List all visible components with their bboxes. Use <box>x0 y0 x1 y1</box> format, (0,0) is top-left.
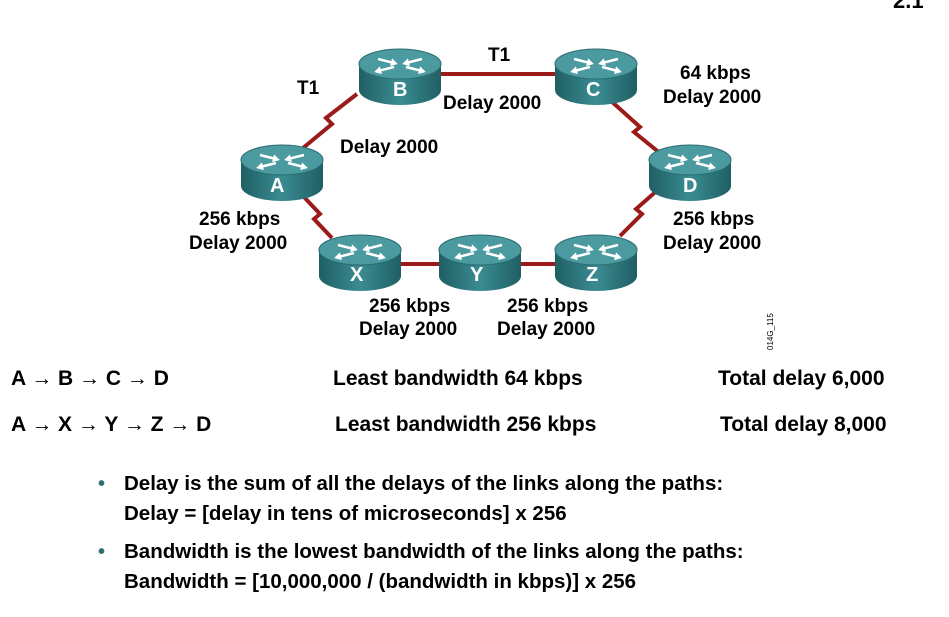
link-y-z-bandwidth: 256 kbps <box>507 296 589 317</box>
router-x-label: X <box>350 264 364 286</box>
router-b-icon <box>358 48 442 105</box>
bullet-dot-icon: • <box>98 541 106 563</box>
link-z-d-serial <box>618 186 662 238</box>
bullet-bandwidth-line1: Bandwidth is the lowest bandwidth of the… <box>124 540 744 563</box>
router-c-icon <box>554 48 638 105</box>
path-1-route: A → B → C → D <box>11 367 169 390</box>
link-z-d-bandwidth: 256 kbps <box>673 209 755 230</box>
link-a-x-delay: Delay 2000 <box>189 233 288 254</box>
router-a-icon <box>240 144 324 201</box>
link-x-y-bandwidth: 256 kbps <box>369 296 451 317</box>
router-y-label: Y <box>470 264 484 286</box>
path-2-least-bandwidth: Least bandwidth 256 kbps <box>335 413 597 436</box>
link-c-d-serial <box>608 98 668 160</box>
link-a-b-bandwidth: T1 <box>297 78 320 99</box>
link-b-c-bandwidth: T1 <box>488 45 511 66</box>
figure-code: 014G_115 <box>766 313 775 350</box>
link-b-c-delay: Delay 2000 <box>443 93 542 114</box>
link-x-y-delay: Delay 2000 <box>359 319 458 340</box>
router-d-label: D <box>683 175 698 197</box>
link-z-d-delay: Delay 2000 <box>663 233 762 254</box>
slide-number-fragment: 2.1 <box>893 0 949 8</box>
path-2-route: A → X → Y → Z → D <box>11 413 212 436</box>
bullet-dot-icon: • <box>98 473 106 495</box>
link-y-z-delay: Delay 2000 <box>497 319 596 340</box>
link-a-b-serial <box>301 92 359 150</box>
path-2-total-delay: Total delay 8,000 <box>720 413 887 436</box>
router-y-icon <box>438 234 522 291</box>
links <box>301 72 668 266</box>
router-b-label: B <box>393 79 408 101</box>
bullet-bandwidth-line2: Bandwidth = [10,000,000 / (bandwidth in … <box>124 570 637 593</box>
bullet-delay: • Delay is the sum of all the delays of … <box>98 469 918 529</box>
bullet-list: • Delay is the sum of all the delays of … <box>98 469 918 605</box>
router-z-icon <box>554 234 638 291</box>
router-z-label: Z <box>586 264 599 286</box>
router-d-icon <box>648 144 732 201</box>
network-topology-diagram <box>240 48 732 291</box>
link-a-x-serial <box>301 194 334 240</box>
link-c-d-bandwidth: 64 kbps <box>680 63 751 84</box>
link-c-d-delay: Delay 2000 <box>663 87 762 108</box>
path-1-least-bandwidth: Least bandwidth 64 kbps <box>333 367 583 390</box>
link-a-b-delay: Delay 2000 <box>340 137 439 158</box>
bullet-delay-line2: Delay = [delay in tens of microseconds] … <box>124 502 567 525</box>
router-c-label: C <box>586 79 601 101</box>
path-1-total-delay: Total delay 6,000 <box>718 367 885 390</box>
link-a-x-bandwidth: 256 kbps <box>199 209 281 230</box>
router-a-label: A <box>270 175 285 197</box>
bullet-bandwidth: • Bandwidth is the lowest bandwidth of t… <box>98 537 918 597</box>
router-x-icon <box>318 234 402 291</box>
bullet-delay-line1: Delay is the sum of all the delays of th… <box>124 472 724 495</box>
